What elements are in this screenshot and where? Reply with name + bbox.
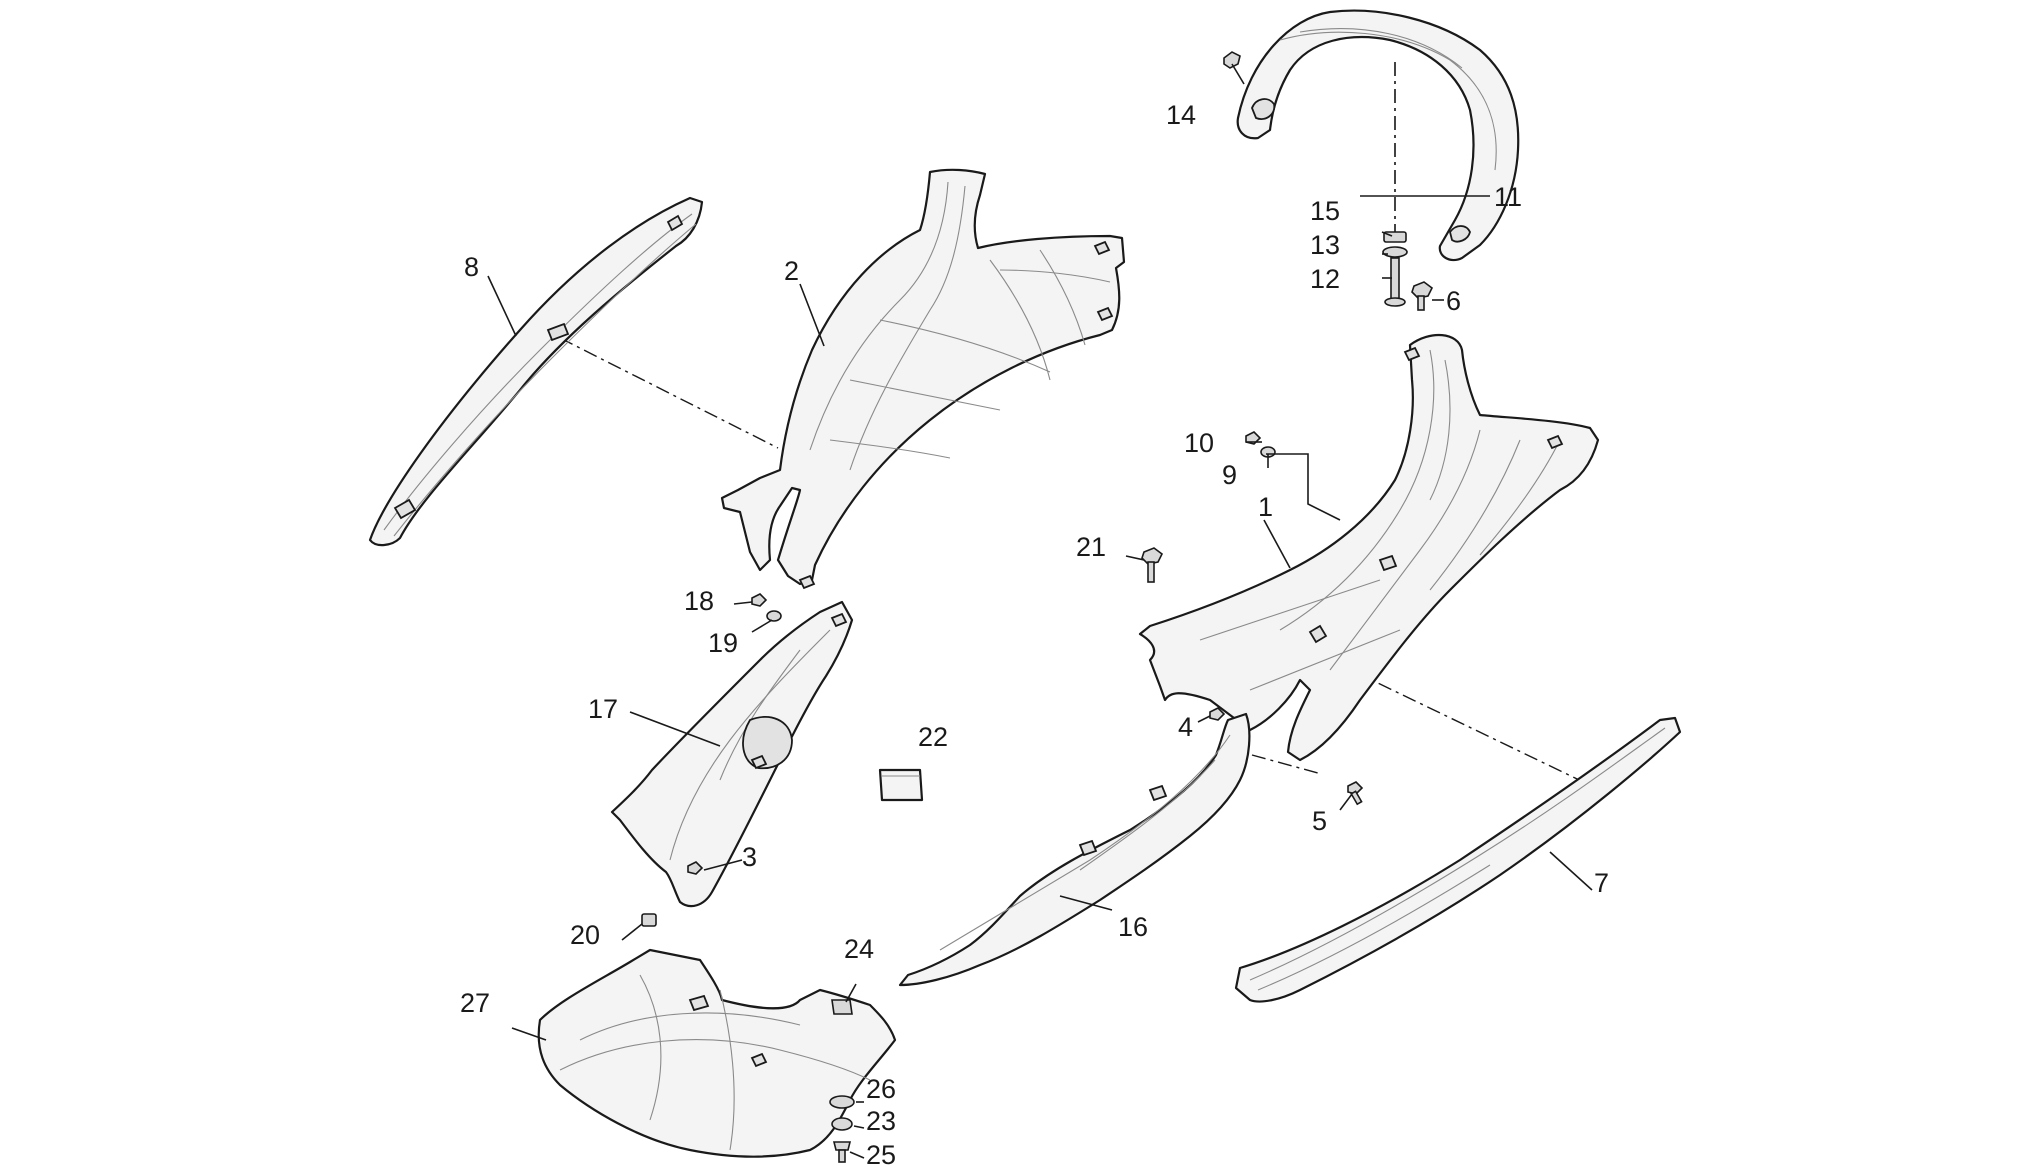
callout-1: 1 [1258,492,1273,522]
callout-12: 12 [1310,264,1340,294]
callout-20: 20 [570,920,600,950]
callout-11: 11 [1494,182,1522,212]
callout-7: 7 [1594,868,1609,898]
fastener-hardware [641,51,1434,1163]
part-27-floor-tray[interactable] [537,948,897,1158]
callout-22: 22 [918,722,948,752]
callout-10: 10 [1184,428,1214,458]
callout-9: 9 [1222,460,1237,490]
callout-23: 23 [866,1106,896,1136]
callout-17: 17 [588,694,618,724]
part-16-right-lower-panel[interactable] [898,712,1251,987]
callout-21: 21 [1076,532,1106,562]
callout-16: 16 [1118,912,1148,942]
callout-5: 5 [1312,806,1327,836]
callout-25: 25 [866,1140,896,1167]
part-7-rail-strip[interactable] [1234,716,1682,1003]
callout-8: 8 [464,252,479,282]
callout-26: 26 [866,1074,896,1104]
part-2-left-side-panel[interactable] [720,168,1126,590]
part-1-right-side-panel[interactable] [1138,333,1600,762]
callout-6: 6 [1446,286,1461,316]
callout-2: 2 [784,256,799,286]
callout-19: 19 [708,628,738,658]
part-17-left-lower-panel[interactable] [610,600,854,908]
callout-4: 4 [1178,712,1193,742]
part-8-rail-strip[interactable] [368,196,704,547]
part-22-rubber-block[interactable] [878,768,924,802]
callout-24: 24 [844,934,874,964]
callout-15: 15 [1310,196,1340,226]
callout-14: 14 [1166,100,1196,130]
callout-3: 3 [742,842,757,872]
assembly-center-lines [559,62,1601,791]
callout-18: 18 [684,586,714,616]
leader-lines [487,195,1593,1159]
callout-labels: 1 2 3 4 5 6 7 8 9 10 11 12 13 14 15 16 1… [460,100,1609,1167]
part-11-grab-handle[interactable] [1236,9,1520,262]
callout-13: 13 [1310,230,1340,260]
callout-27: 27 [460,988,490,1018]
